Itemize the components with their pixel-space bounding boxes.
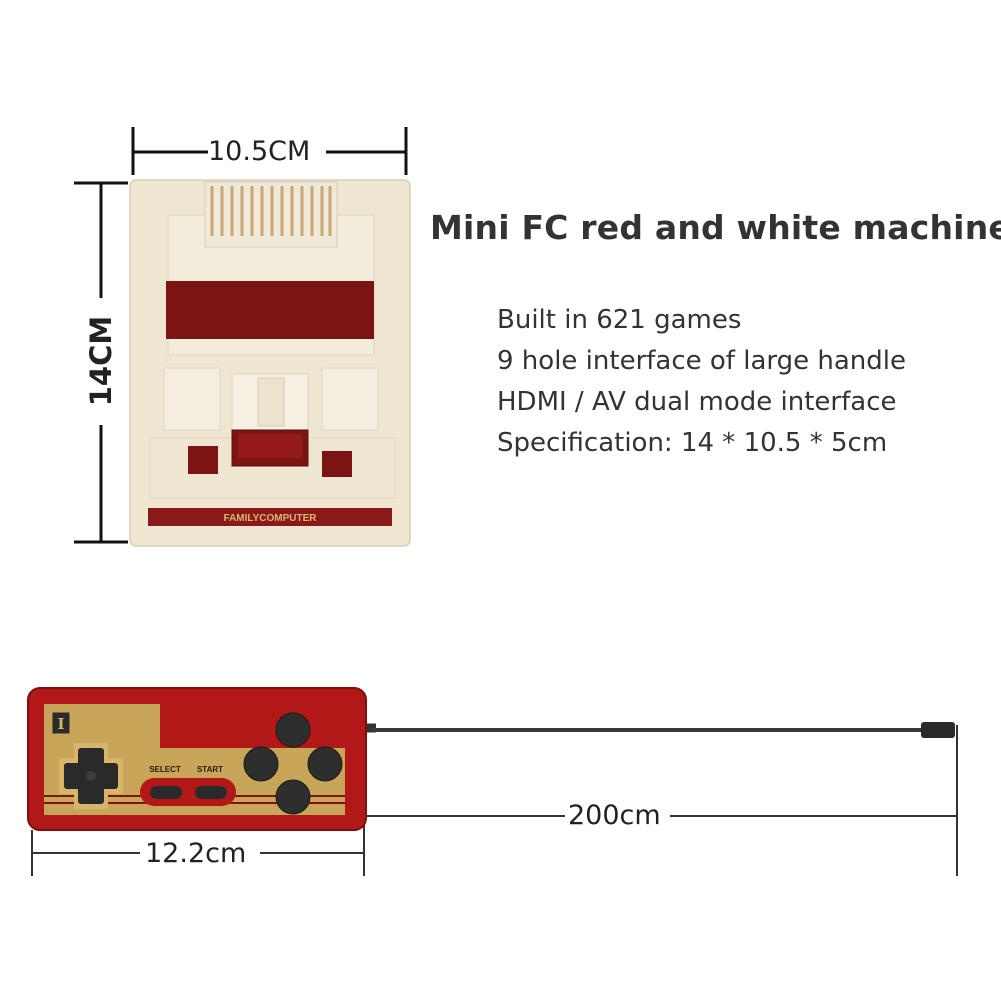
feature-list: Built in 621 games 9 hole interface of l… (497, 300, 906, 464)
controller-cable (362, 722, 955, 738)
console-width-label: 10.5CM (208, 136, 311, 167)
brand-strip (148, 508, 392, 526)
controller-badge (51, 711, 71, 735)
start-button (195, 786, 227, 799)
face-button-top (275, 712, 311, 748)
console-body: FAMILYCOMPUTER (129, 179, 411, 547)
start-label: START (197, 765, 223, 774)
face-button-bottom (275, 779, 311, 815)
cable-connector (921, 722, 955, 738)
select-button (150, 786, 182, 799)
feature-item: 9 hole interface of large handle (497, 346, 906, 376)
feature-item: HDMI / AV dual mode interface (497, 387, 897, 417)
face-buttons (243, 712, 343, 815)
power-switch (188, 446, 218, 474)
brand-label: FAMILYCOMPUTER (224, 513, 318, 524)
cartridge-slot-vents (210, 186, 332, 236)
console-width-dimension (131, 127, 408, 175)
cable-length-label: 200cm (568, 800, 661, 831)
console-height-label: 14CM (84, 315, 118, 407)
cable-length-dimension (364, 725, 958, 876)
feature-item: Specification: 14 * 10.5 * 5cm (497, 428, 888, 458)
face-button-right (307, 746, 343, 782)
feature-item: Built in 621 games (497, 305, 742, 335)
controller-badge-label: I (57, 715, 64, 733)
dpad (59, 743, 123, 809)
face-button-left (243, 746, 279, 782)
controller-width-label: 12.2cm (145, 838, 247, 869)
product-title: Mini FC red and white machine (430, 208, 1001, 247)
console-red-panel (166, 281, 374, 339)
select-label: SELECT (149, 765, 181, 774)
controller-body: I SELECT START (27, 687, 367, 831)
console-height-dimension (74, 181, 128, 544)
eject-switch (322, 451, 352, 477)
